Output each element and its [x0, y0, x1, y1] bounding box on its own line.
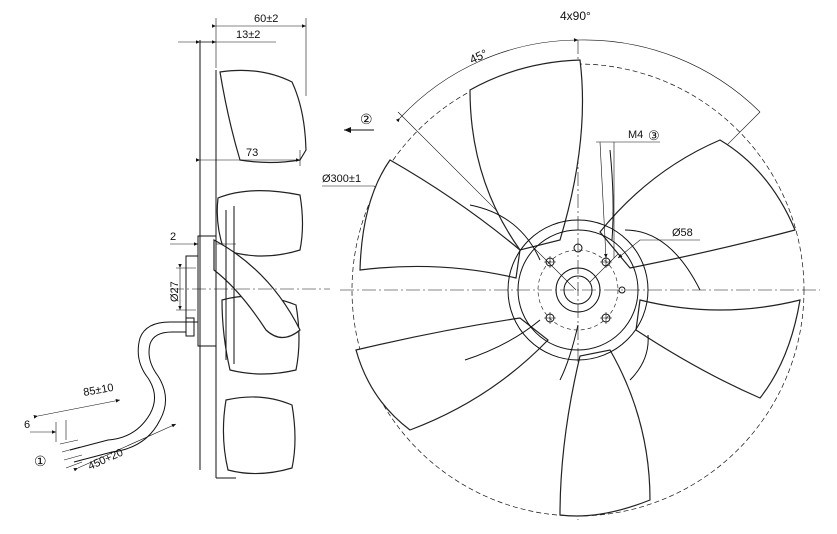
dim-hub-label: Ø58: [672, 227, 693, 239]
dim-width-label: 60±2: [254, 13, 278, 25]
side-blade-sweep: [213, 238, 301, 339]
thread-label: M4: [628, 129, 643, 141]
side-blade-mid: [216, 190, 304, 257]
mounting-holes: [544, 243, 626, 324]
dim-wire-label: 85±10: [82, 382, 114, 399]
side-blade-top: [219, 69, 307, 164]
thread-marker: ③: [648, 128, 660, 143]
front-blades: [355, 59, 801, 517]
dim-gap-label: 2: [170, 231, 176, 243]
cable: ① 6 85±10 450+20: [24, 317, 195, 473]
dim-hub-offset-label: 13±2: [236, 29, 260, 41]
dim-depth-label: 73: [246, 147, 258, 159]
dim-shaft-label: Ø27: [169, 281, 181, 302]
angle-offset-label: 45°: [467, 46, 490, 66]
front-view: 4x90° 45° ② Ø300±1: [322, 9, 820, 520]
angle-spacing-label: 4x90°: [560, 9, 591, 23]
dim-strip-label: 6: [24, 419, 30, 431]
hub-outer: [507, 219, 649, 361]
cable-marker: ①: [34, 453, 47, 469]
side-blade-bottom: [222, 396, 296, 475]
hub-bore: [555, 267, 601, 313]
direction-marker: ②: [360, 111, 373, 127]
side-view: 60±2 13±2 73 2 Ø27: [169, 13, 330, 479]
dim-diameter-label: Ø300±1: [322, 173, 361, 185]
dim-length-label: 450+20: [86, 447, 125, 473]
